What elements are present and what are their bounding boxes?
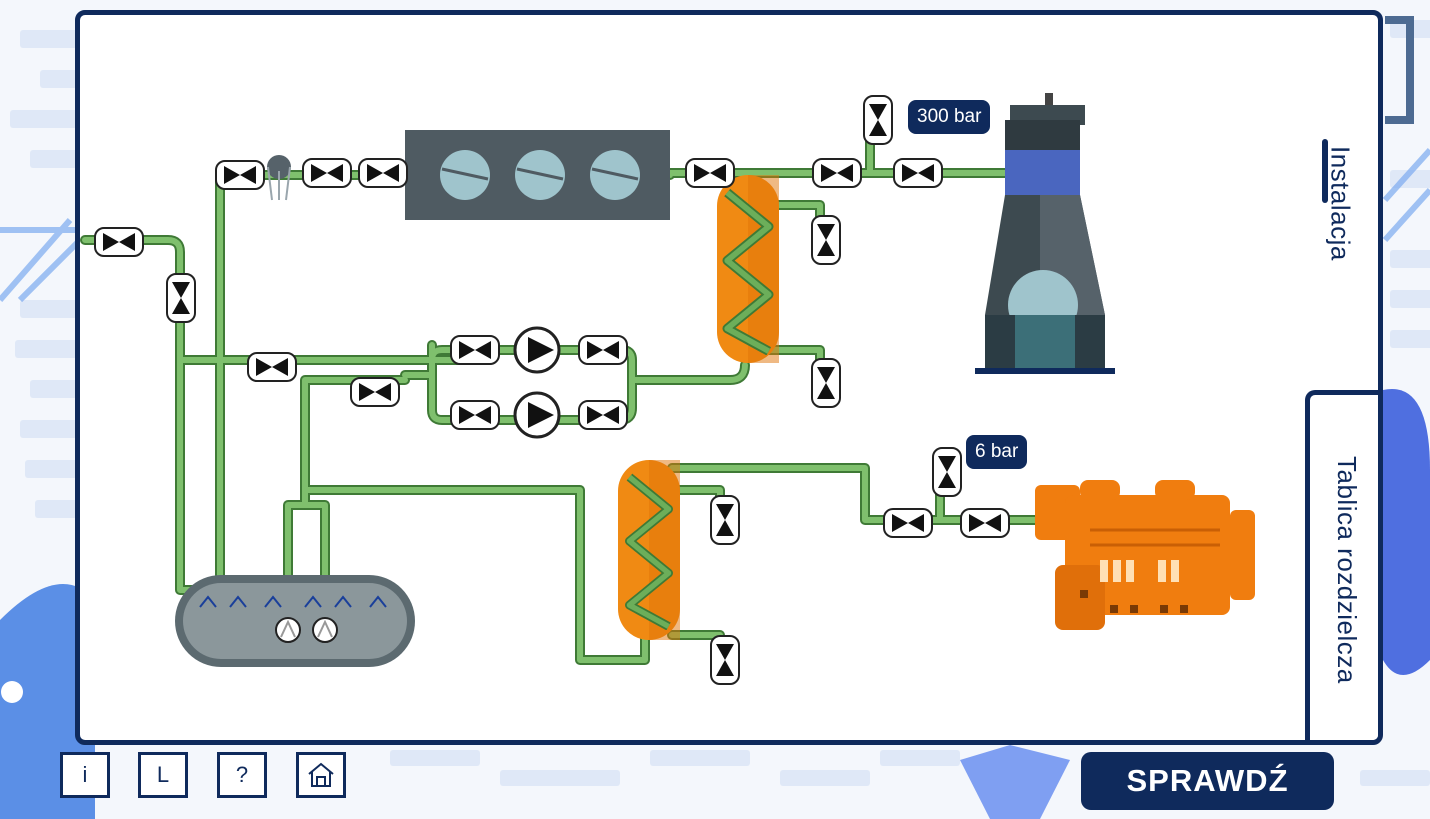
help-button[interactable]: ?: [217, 752, 267, 798]
tab-switchboard[interactable]: Tablica rozdzielcza: [1305, 390, 1378, 740]
filter-element: [267, 155, 291, 201]
piping-diagram: [80, 93, 1255, 685]
pump-lower: [513, 391, 561, 439]
pressure-label-high: 300 bar: [908, 100, 991, 134]
heat-exchanger-lower: [618, 460, 680, 640]
home-button[interactable]: [296, 752, 346, 798]
compressor-unit: [405, 130, 670, 220]
active-tab-indicator: [1322, 139, 1328, 203]
tab-switchboard-label: Tablica rozdzielcza: [1332, 456, 1362, 684]
info-button-label: i: [82, 762, 88, 787]
info-button[interactable]: i: [60, 752, 110, 798]
home-icon: [308, 762, 334, 787]
diesel-engine: [1035, 480, 1255, 630]
starting-air-bottle: [975, 93, 1115, 374]
legend-button-label: L: [156, 762, 170, 787]
heat-exchanger-upper: [717, 175, 779, 363]
legend-button[interactable]: L: [138, 752, 188, 798]
installation-panel: 300 bar 6 bar Instalacja Tablica rozdzie…: [75, 10, 1383, 745]
tab-installation-label: Instalacja: [1325, 145, 1356, 261]
pressure-label-low: 6 bar: [966, 435, 1028, 469]
check-button[interactable]: SPRAWDŹ: [1081, 752, 1334, 810]
tab-installation[interactable]: Instalacja: [1302, 15, 1378, 391]
air-receiver-tank: [175, 575, 415, 667]
pump-upper: [513, 326, 561, 374]
help-button-label: ?: [235, 762, 249, 787]
